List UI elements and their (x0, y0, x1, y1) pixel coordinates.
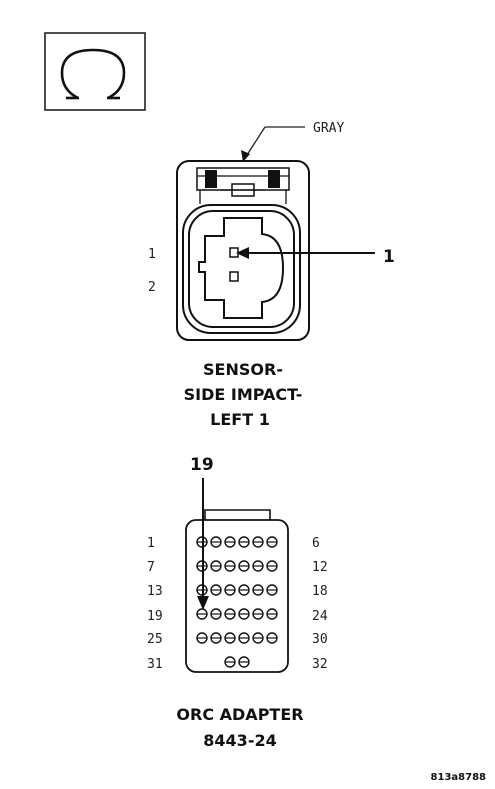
adapter-pin-cavity (210, 584, 222, 596)
latch-block-left (205, 170, 217, 188)
sensor-terminal-1 (229, 247, 239, 258)
gray-arrowhead (241, 150, 250, 162)
adapter-pin-cavity (210, 536, 222, 548)
adapter-top-tab (204, 509, 271, 520)
orc-adapter-connector (185, 509, 289, 673)
adapter-pin-cavity (196, 536, 208, 548)
adapter-pin-cavity (196, 560, 208, 572)
ohm-symbol-box (44, 32, 146, 111)
sensor-connector: 1 2 (148, 160, 310, 341)
adapter-pin-cavity (252, 608, 264, 620)
adapter-title-line-2: 8443-24 (203, 731, 276, 750)
adapter-pin-cavity (224, 584, 236, 596)
adapter-callout-arrowhead (197, 596, 209, 610)
adapter-pin-cavity (238, 656, 250, 668)
adapter-right-label: 6 (312, 536, 320, 551)
adapter-housing (185, 519, 289, 673)
adapter-pin-cavity (210, 632, 222, 644)
adapter-left-label: 13 (147, 584, 163, 599)
adapter-right-label: 12 (312, 560, 328, 575)
adapter-pin-cavity (224, 560, 236, 572)
adapter-pin-cavity (266, 632, 278, 644)
adapter-pin-cavity (238, 560, 250, 572)
adapter-pin-cavity (196, 608, 208, 620)
adapter-pin-cavity (266, 536, 278, 548)
sensor-shell-outer (182, 204, 301, 334)
wire-color-label: GRAY (313, 121, 344, 136)
adapter-pin-cavity (252, 536, 264, 548)
sensor-shell-inner (188, 210, 295, 328)
adapter-title-line-1: ORC ADAPTER (176, 705, 303, 724)
adapter-pin-cavity (238, 584, 250, 596)
adapter-title: ORC ADAPTER 8443-24 (176, 705, 303, 750)
callout-arrowhead (236, 247, 249, 259)
adapter-pin-cavity (266, 560, 278, 572)
adapter-left-label: 7 (147, 560, 155, 575)
adapter-left-label: 19 (147, 609, 163, 624)
adapter-right-label: 32 (312, 657, 328, 672)
sensor-title: SENSOR- SIDE IMPACT- LEFT 1 (184, 360, 303, 429)
figure-code: 813a8788 (431, 772, 486, 783)
sensor-title-line-2: SIDE IMPACT- (184, 385, 303, 404)
adapter-pin-cavity (210, 608, 222, 620)
gray-leader-diagonal (244, 126, 266, 159)
adapter-right-label: 18 (312, 584, 328, 599)
wire-color-callout: GRAY (241, 121, 344, 162)
adapter-pin-labels-right: 6 12 18 24 30 32 (312, 536, 328, 672)
adapter-pin-cavity (238, 608, 250, 620)
sensor-outer-housing (176, 160, 310, 341)
callout-number: 1 (383, 247, 395, 267)
adapter-pin-cavity (252, 584, 264, 596)
adapter-callout-number: 19 (190, 455, 214, 475)
sensor-keyed-cavity (198, 217, 285, 319)
adapter-left-label: 31 (147, 657, 163, 672)
adapter-pin-cavity (238, 536, 250, 548)
adapter-pin-cavity (210, 560, 222, 572)
ohmmeter-symbol (44, 32, 146, 111)
adapter-pin-cavity (224, 536, 236, 548)
adapter-left-label: 1 (147, 536, 155, 551)
sensor-title-line-3: LEFT 1 (210, 410, 270, 429)
adapter-pin-labels-left: 1 7 13 19 25 31 (147, 536, 163, 672)
adapter-pin-cavity (196, 584, 208, 596)
ohm-icon (60, 48, 126, 100)
sensor-pin-callout: 1 (236, 247, 395, 267)
adapter-pin-cavity (196, 632, 208, 644)
sensor-title-line-1: SENSOR- (203, 360, 283, 379)
adapter-pin-cavity (224, 656, 236, 668)
adapter-pin-cavity (224, 632, 236, 644)
adapter-pin-callout: 19 (190, 455, 214, 610)
latch-block-right (268, 170, 280, 188)
sensor-terminal-2 (229, 271, 239, 282)
adapter-pin-cavity (266, 584, 278, 596)
adapter-right-label: 30 (312, 632, 328, 647)
adapter-right-label: 24 (312, 609, 328, 624)
adapter-pin-cavity (252, 560, 264, 572)
adapter-pin-cavity (252, 632, 264, 644)
adapter-pin-cavity (238, 632, 250, 644)
adapter-left-label: 25 (147, 632, 163, 647)
adapter-pin-cavity (224, 608, 236, 620)
sensor-pin-label-1: 1 (148, 247, 156, 262)
adapter-pin-cavity (266, 608, 278, 620)
sensor-pin-label-2: 2 (148, 280, 156, 295)
adapter-pin-grid (196, 536, 278, 668)
